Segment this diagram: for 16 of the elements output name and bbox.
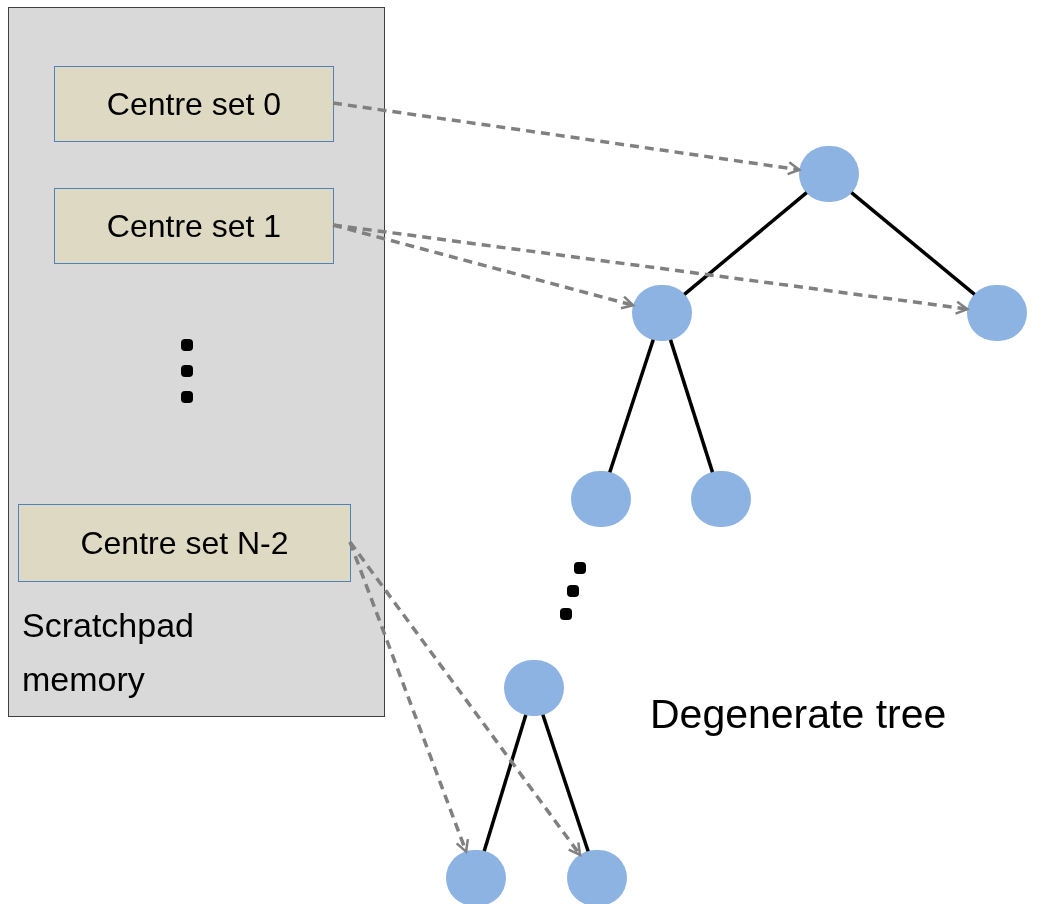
panel-label: Scratchpad memory [22, 605, 195, 701]
tree-edge [608, 339, 655, 473]
memory-panel [8, 7, 385, 717]
dashed-arrow [348, 540, 582, 857]
dashed-arrow [348, 541, 470, 853]
tree-edge [541, 714, 590, 852]
box-label: Centre set 0 [106, 85, 282, 124]
tree-edge [482, 714, 528, 852]
dashed-arrow [332, 101, 801, 176]
tree-edge [668, 339, 715, 473]
tree-edge [683, 191, 808, 296]
tree-caption: Degenerate tree [650, 690, 947, 739]
box-label: Centre set N-2 [80, 524, 289, 563]
box-label: Centre set 1 [106, 207, 282, 246]
tree-edge [850, 191, 976, 296]
dashed-arrow [332, 223, 969, 315]
